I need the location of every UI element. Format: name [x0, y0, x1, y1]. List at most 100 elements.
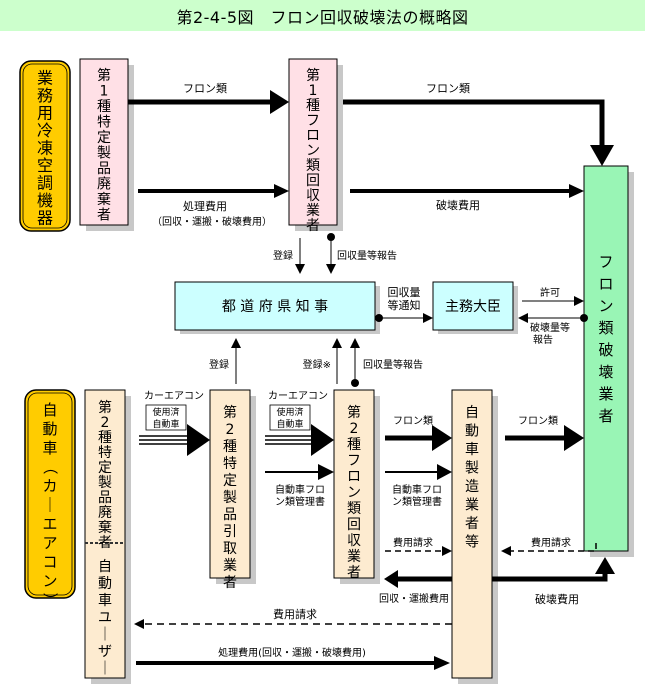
arrow-used-car-to-collector — [265, 404, 334, 456]
label-used-car-2a: 使用済 — [276, 406, 303, 418]
label-char: 第 — [98, 399, 112, 416]
arrow-destruction-report — [518, 313, 588, 323]
label-char: 空 — [37, 156, 53, 175]
label-char: 凍 — [37, 139, 53, 158]
label-processing-fee: 処理費用 — [183, 199, 227, 213]
auto-source-label: 自動車（カ｜エアコン） — [41, 401, 59, 608]
arrow-collector-to-destroyer-fluorocarbon — [343, 99, 614, 166]
label-char: コ — [42, 553, 57, 571]
arrow-collect-transport-fee — [384, 570, 452, 588]
label-char: 自 — [42, 401, 57, 419]
arrow-type1-fluorocarbon — [128, 90, 289, 114]
label-collection-notice-2: 等通知 — [388, 298, 421, 312]
diagram-title: 第2-4-5図 フロン回収破壊法の概略図 — [0, 0, 645, 31]
label-char: 類 — [306, 158, 320, 174]
label-char: 1 — [100, 84, 109, 100]
label-char: 第 — [347, 404, 361, 421]
label-char: 収 — [306, 188, 320, 204]
label-char: 品 — [97, 161, 111, 177]
label-char: 自 — [98, 559, 112, 575]
governor-box — [174, 281, 376, 331]
label-char: 用 — [37, 104, 53, 123]
label-destruction-report-1: 破壊量等 — [530, 321, 570, 334]
label-char: 業 — [37, 69, 53, 88]
label-char: 種 — [223, 439, 237, 455]
label-char: 者 — [223, 575, 237, 591]
label-char: 者 — [347, 565, 361, 581]
label-char: フ — [306, 113, 320, 129]
label-used-car-2b: 自動車 — [276, 418, 303, 430]
label-char: 業 — [598, 385, 613, 403]
label-char: 第 — [306, 67, 320, 84]
label-destruction-fee-top: 破壊費用 — [436, 198, 480, 212]
arrow-governor-to-minister — [375, 313, 433, 323]
label-char: 2 — [101, 415, 110, 431]
label-char: 品 — [223, 507, 237, 523]
label-char: 車 — [465, 441, 479, 458]
label-char: 者 — [97, 208, 111, 224]
label-char: ザ — [98, 644, 112, 660]
label-char: 種 — [97, 99, 111, 115]
label-char: 壊 — [598, 363, 613, 381]
label-char: 回 — [347, 517, 361, 533]
arrow-type1-processing-fee — [138, 184, 289, 198]
label-char: 製 — [98, 475, 112, 491]
arrow-type1-collection-report — [326, 233, 336, 274]
label-destruction-report-2: 報告 — [533, 333, 553, 346]
auto-maker-box — [451, 389, 493, 679]
label-char: 取 — [223, 541, 237, 557]
arrow-fluorocarbon-collector-to-maker — [385, 425, 452, 451]
label-char: ｜ — [98, 661, 112, 677]
label-char: 特 — [97, 115, 111, 131]
label-char: 調 — [37, 174, 53, 193]
label-char: 引 — [223, 524, 237, 540]
label-char: 回 — [306, 173, 320, 189]
arrow-destruction-fee-bottom — [492, 557, 615, 582]
label-char: 定 — [97, 130, 111, 146]
label-char: 1 — [309, 83, 318, 99]
type1-disposer-box — [79, 58, 129, 226]
type2-disposer-box — [84, 389, 126, 679]
label-char: （ — [41, 459, 59, 474]
arrow-fee-request-collector-to-maker — [385, 546, 452, 556]
label-char: ロ — [306, 128, 320, 144]
label-char: 種 — [98, 430, 112, 446]
label-char: カ — [42, 477, 57, 495]
arrow-used-car-to-receiver — [139, 404, 210, 456]
label-char: 定 — [98, 460, 112, 476]
label-char: 車 — [42, 439, 57, 457]
arrow-fee-request-destroyer-to-maker — [501, 543, 597, 556]
arrow-destruction-fee-top — [350, 184, 584, 198]
label-char: 動 — [42, 420, 57, 438]
label-char: 者 — [465, 516, 479, 532]
label-char: 等 — [465, 534, 479, 551]
arrow-type2-collection-report — [350, 338, 360, 387]
label-char: エ — [42, 515, 57, 533]
type2-receiver-box — [209, 389, 251, 579]
arrow-permission — [522, 296, 584, 306]
label-fee-request-2: 費用請求 — [531, 536, 571, 549]
label-destruction-fee-bottom: 破壊費用 — [535, 592, 579, 606]
minister-box — [432, 281, 514, 331]
label-char: ン — [598, 297, 613, 315]
label-char: フ — [598, 253, 613, 271]
label-char: 種 — [306, 98, 320, 114]
label-char: 業 — [223, 558, 237, 574]
label-char: 務 — [37, 86, 53, 105]
governor-label: 都 道 府 県 知 事 — [222, 298, 328, 315]
label-char: 2 — [350, 421, 359, 437]
label-char: 業 — [465, 498, 479, 514]
label-collect-transport-fee: 回収・運搬費用 — [379, 592, 449, 605]
label-char: 棄 — [98, 520, 112, 536]
label-char: 特 — [98, 445, 112, 461]
label-char: 者 — [98, 535, 112, 551]
arrow-auto-doc-receiver-to-collector — [265, 464, 334, 480]
label-char: 棄 — [97, 192, 111, 208]
label-char: ン — [42, 572, 57, 590]
